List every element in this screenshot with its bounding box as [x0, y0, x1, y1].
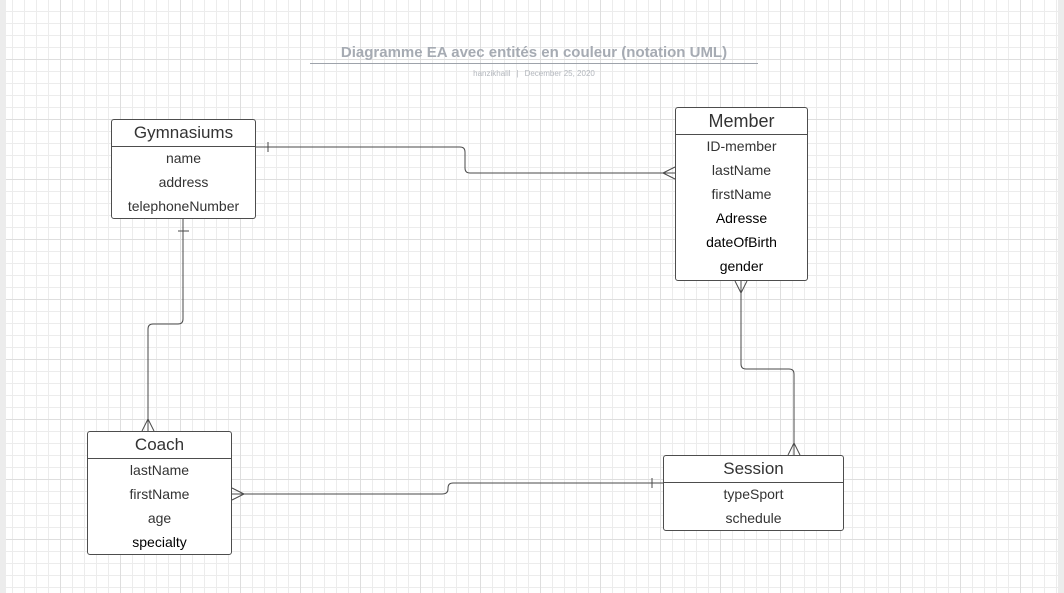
attribute: name: [165, 150, 202, 166]
attribute: firstName: [711, 186, 772, 202]
attribute: address: [158, 174, 209, 190]
crowfoot-marker: [662, 166, 676, 174]
diagram-author: hanzikhalil: [473, 69, 511, 78]
attribute: Adresse: [715, 210, 768, 226]
entity-name: Coach: [88, 432, 231, 459]
crowfoot-marker: [793, 442, 801, 456]
diagram-date: December 25, 2020: [524, 69, 595, 78]
link-gymnasiums-coach[interactable]: [141, 219, 189, 432]
attribute: lastName: [129, 462, 190, 478]
crowfoot-marker: [662, 172, 676, 180]
entity-gymnasiums[interactable]: Gymnasiums name address telephoneNumber: [111, 119, 256, 219]
crowfoot-marker: [141, 418, 149, 432]
attribute: gender: [719, 258, 764, 274]
attribute: firstName: [129, 486, 190, 502]
entity-name: Gymnasiums: [112, 120, 255, 147]
diagram-subtitle: hanzikhalil | December 25, 2020: [310, 69, 758, 79]
entity-member[interactable]: Member ID-member lastName firstName Adre…: [675, 107, 808, 281]
link-member-session[interactable]: [734, 280, 801, 456]
crowfoot-marker: [740, 280, 748, 294]
attribute: specialty: [132, 534, 187, 550]
entity-session[interactable]: Session typeSport schedule: [663, 455, 844, 531]
link-gymnasiums-member[interactable]: [256, 142, 676, 180]
attribute: telephoneNumber: [127, 198, 240, 214]
canvas-right-edge: [1058, 0, 1064, 593]
canvas-left-edge: [0, 0, 6, 593]
link-coach-session[interactable]: [231, 478, 663, 501]
attribute: schedule: [725, 510, 782, 526]
entity-name: Session: [664, 456, 843, 483]
subtitle-separator: |: [516, 69, 519, 78]
crowfoot-marker: [231, 493, 245, 501]
attribute: typeSport: [723, 486, 784, 502]
crowfoot-marker: [734, 280, 742, 294]
diagram-title: Diagramme EA avec entités en couleur (no…: [340, 44, 728, 61]
crowfoot-marker: [787, 442, 795, 456]
attribute: ID-member: [706, 138, 777, 154]
entity-coach[interactable]: Coach lastName firstName age specialty: [87, 431, 232, 555]
attribute: age: [147, 510, 172, 526]
crowfoot-marker: [147, 418, 155, 432]
attribute: lastName: [711, 162, 772, 178]
title-underline: [310, 63, 758, 64]
crowfoot-marker: [231, 487, 245, 495]
attribute: dateOfBirth: [706, 234, 777, 250]
entity-name: Member: [676, 108, 807, 135]
